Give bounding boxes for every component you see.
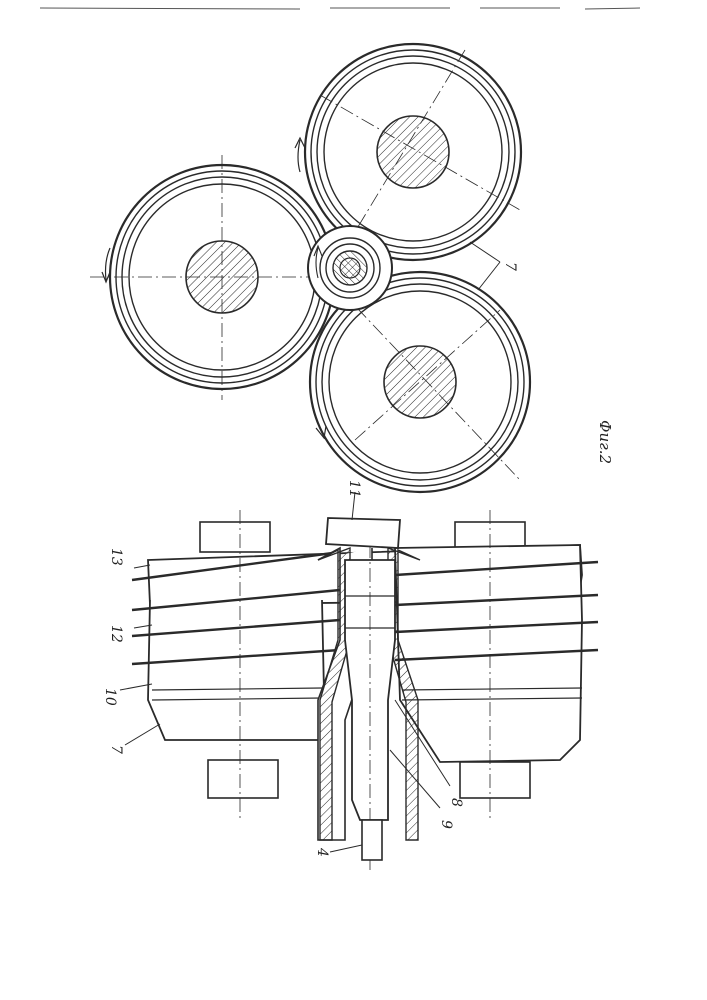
label-mandrel: 8	[448, 798, 464, 807]
label-cone: 10	[102, 688, 118, 706]
label-ridge: 12	[108, 625, 124, 643]
label-roll: 7	[108, 745, 124, 754]
label-ridge-end: 13	[108, 548, 124, 566]
roll-top	[295, 44, 521, 260]
roll-lower-body	[395, 510, 598, 820]
shaft-section-bottom	[384, 346, 456, 418]
mandrel	[345, 520, 395, 870]
page-edge-lines	[40, 8, 640, 9]
rod	[362, 820, 382, 860]
label-cutter: 11	[346, 480, 362, 498]
workpiece-section	[308, 226, 392, 310]
label-rod: 4	[314, 847, 330, 857]
leader-7-fig2	[470, 242, 500, 290]
figure-2	[90, 44, 530, 492]
cutter	[326, 518, 400, 548]
label-roll-fig2: 7	[502, 262, 518, 271]
label-blank: 9	[438, 820, 454, 829]
figure-caption: Фиг.2	[596, 420, 614, 464]
figure-1	[120, 492, 598, 870]
roll-left	[90, 155, 345, 400]
